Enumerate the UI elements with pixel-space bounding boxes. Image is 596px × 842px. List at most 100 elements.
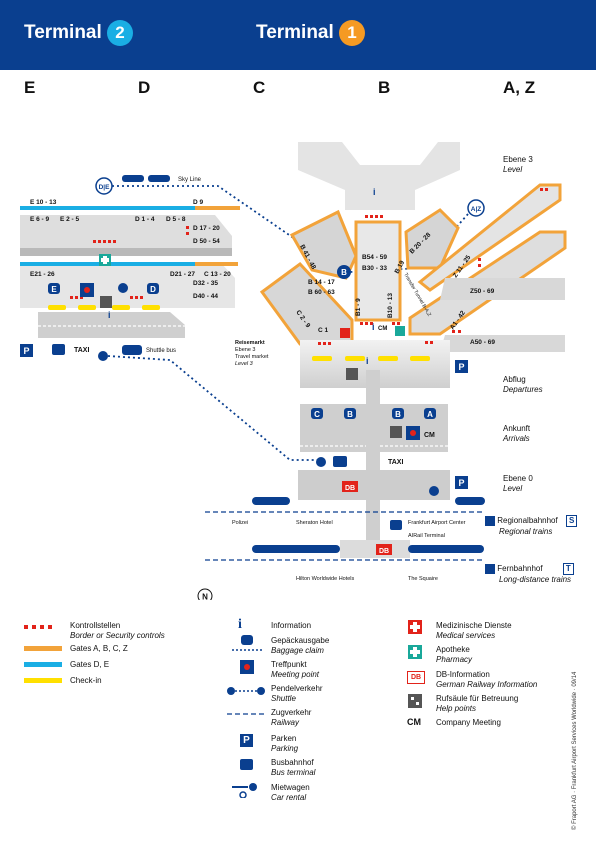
north-label: N — [202, 593, 208, 601]
parking-icon-departures — [455, 360, 468, 373]
legend-cyan-line-icon — [24, 662, 62, 667]
pier-b-headland — [298, 142, 460, 210]
t1-help-point-icon — [346, 368, 358, 380]
terminal-2-title: Terminal — [24, 22, 102, 43]
legend-car-rental-icon — [232, 783, 257, 798]
terminal2-departures-building — [20, 262, 235, 308]
section-e: E — [24, 78, 36, 97]
t1-security-controls — [318, 188, 548, 345]
legend-yellow-line-icon — [24, 678, 62, 683]
legend-shuttle-icon — [227, 687, 265, 695]
t1-bus-terminal-icon — [333, 456, 347, 467]
pier-b-spine — [354, 220, 402, 322]
label-a5069: A50 - 69 — [470, 339, 495, 346]
parking-icon-level0 — [455, 476, 468, 489]
legend-gates-abcz: Gates A, B, C, Z — [70, 644, 128, 653]
pier-a-lower — [440, 335, 565, 352]
legend-help-point-icon — [408, 694, 422, 708]
t1-cm-label: CM — [378, 326, 387, 332]
long-distance-train-left — [252, 545, 340, 553]
pier-b-east-finger — [404, 208, 460, 270]
db-label-2: DB — [379, 548, 389, 555]
t1-db-info-icon — [342, 481, 358, 492]
label-b19v: B1 - 9 — [355, 298, 362, 316]
fac-label: Frankfurt Airport Center — [408, 520, 466, 526]
parking-icon-level0-label: P — [458, 478, 464, 488]
arr-cm-label: CM — [424, 432, 435, 439]
regional-train-icon — [485, 515, 495, 526]
t2-checkin-counters — [48, 305, 160, 310]
shuttle-stop-left — [98, 351, 108, 361]
t2-bus-terminal-icon — [52, 344, 65, 355]
terminal1-departures-building — [300, 340, 450, 388]
section-b: B — [378, 78, 391, 97]
legend-bus-icon — [240, 759, 253, 770]
t1-baggage-claims: C B B A — [311, 408, 436, 419]
label-e1013: E 10 - 13 — [30, 199, 57, 206]
legend-orange-line-icon — [24, 646, 62, 651]
level0-building — [298, 470, 450, 500]
label-d4044: D40 - 44 — [193, 293, 218, 300]
label-b5459: B54 - 59 — [362, 254, 387, 261]
legend-parking-icon: P — [240, 734, 253, 747]
legend-red-dots-icon — [24, 625, 52, 629]
skyline-train — [122, 175, 170, 182]
airail-db-info-icon — [376, 544, 392, 555]
t2-car-rental-icon — [118, 283, 128, 293]
reisemarkt-label-1: Reisemarkt — [235, 340, 265, 346]
t2-security-controls — [70, 226, 189, 299]
legend-info-icon: i — [238, 617, 242, 632]
terminal2-level3-building — [20, 215, 232, 248]
pier-b-station-label: B — [341, 268, 347, 277]
regional-trains-legend: Regionalbahnhof S Regional trains — [485, 515, 578, 537]
level0-car-rental-icon — [429, 486, 439, 496]
label-d2127: D21 - 27 — [170, 271, 195, 278]
pier-b-skyline-station — [337, 265, 351, 279]
legend-gates-de: Gates D, E — [70, 660, 110, 669]
label-d5054: D 50 - 54 — [193, 238, 220, 245]
skyline-route-t2 — [112, 185, 341, 271]
t2-baggage-d-label: D — [150, 285, 156, 294]
pier-b-info-icon: i — [373, 187, 376, 197]
legend-railway-icon — [227, 713, 265, 715]
t2-baggage-d-icon — [147, 283, 159, 294]
pier-c — [259, 261, 354, 346]
parking-icon-t2 — [20, 344, 33, 357]
section-az: A, Z — [503, 78, 536, 97]
label-d58: D 5 - 8 — [166, 216, 186, 223]
t1-pharmacy-icon — [395, 326, 405, 336]
legend-company-meeting: Company Meeting — [436, 718, 501, 727]
sheraton-label: Sheraton Hotel — [296, 520, 333, 526]
t-badge: T — [562, 563, 574, 575]
db-label-1: DB — [345, 485, 355, 492]
label-b6063: B 60 - 63 — [308, 289, 335, 296]
label-c1: C 1 — [318, 327, 329, 334]
legend-checkin: Check-in — [70, 676, 102, 685]
t1-departures-info-icon: i — [366, 356, 369, 366]
pier-z-upper — [417, 183, 562, 292]
shuttle-bus-label: Shuttle bus — [146, 348, 176, 354]
airail-label: AIRail Terminal — [408, 533, 445, 539]
parking-icon-t2-label: P — [23, 346, 29, 356]
section-d: D — [138, 78, 151, 97]
t1-arrivals-help-point-icon — [390, 426, 402, 438]
az-skyline-node — [467, 199, 485, 217]
label-d14: D 1 - 4 — [135, 216, 155, 223]
de-skyline-node-label: D|E — [99, 184, 111, 191]
terminal2-arrivals-building — [38, 312, 185, 338]
label-b1013: B10 - 13 — [387, 293, 394, 318]
s-bahn-badge: S — [565, 515, 578, 527]
shuttle-stop-right — [316, 457, 326, 467]
t1-info-icon: i — [372, 322, 375, 332]
